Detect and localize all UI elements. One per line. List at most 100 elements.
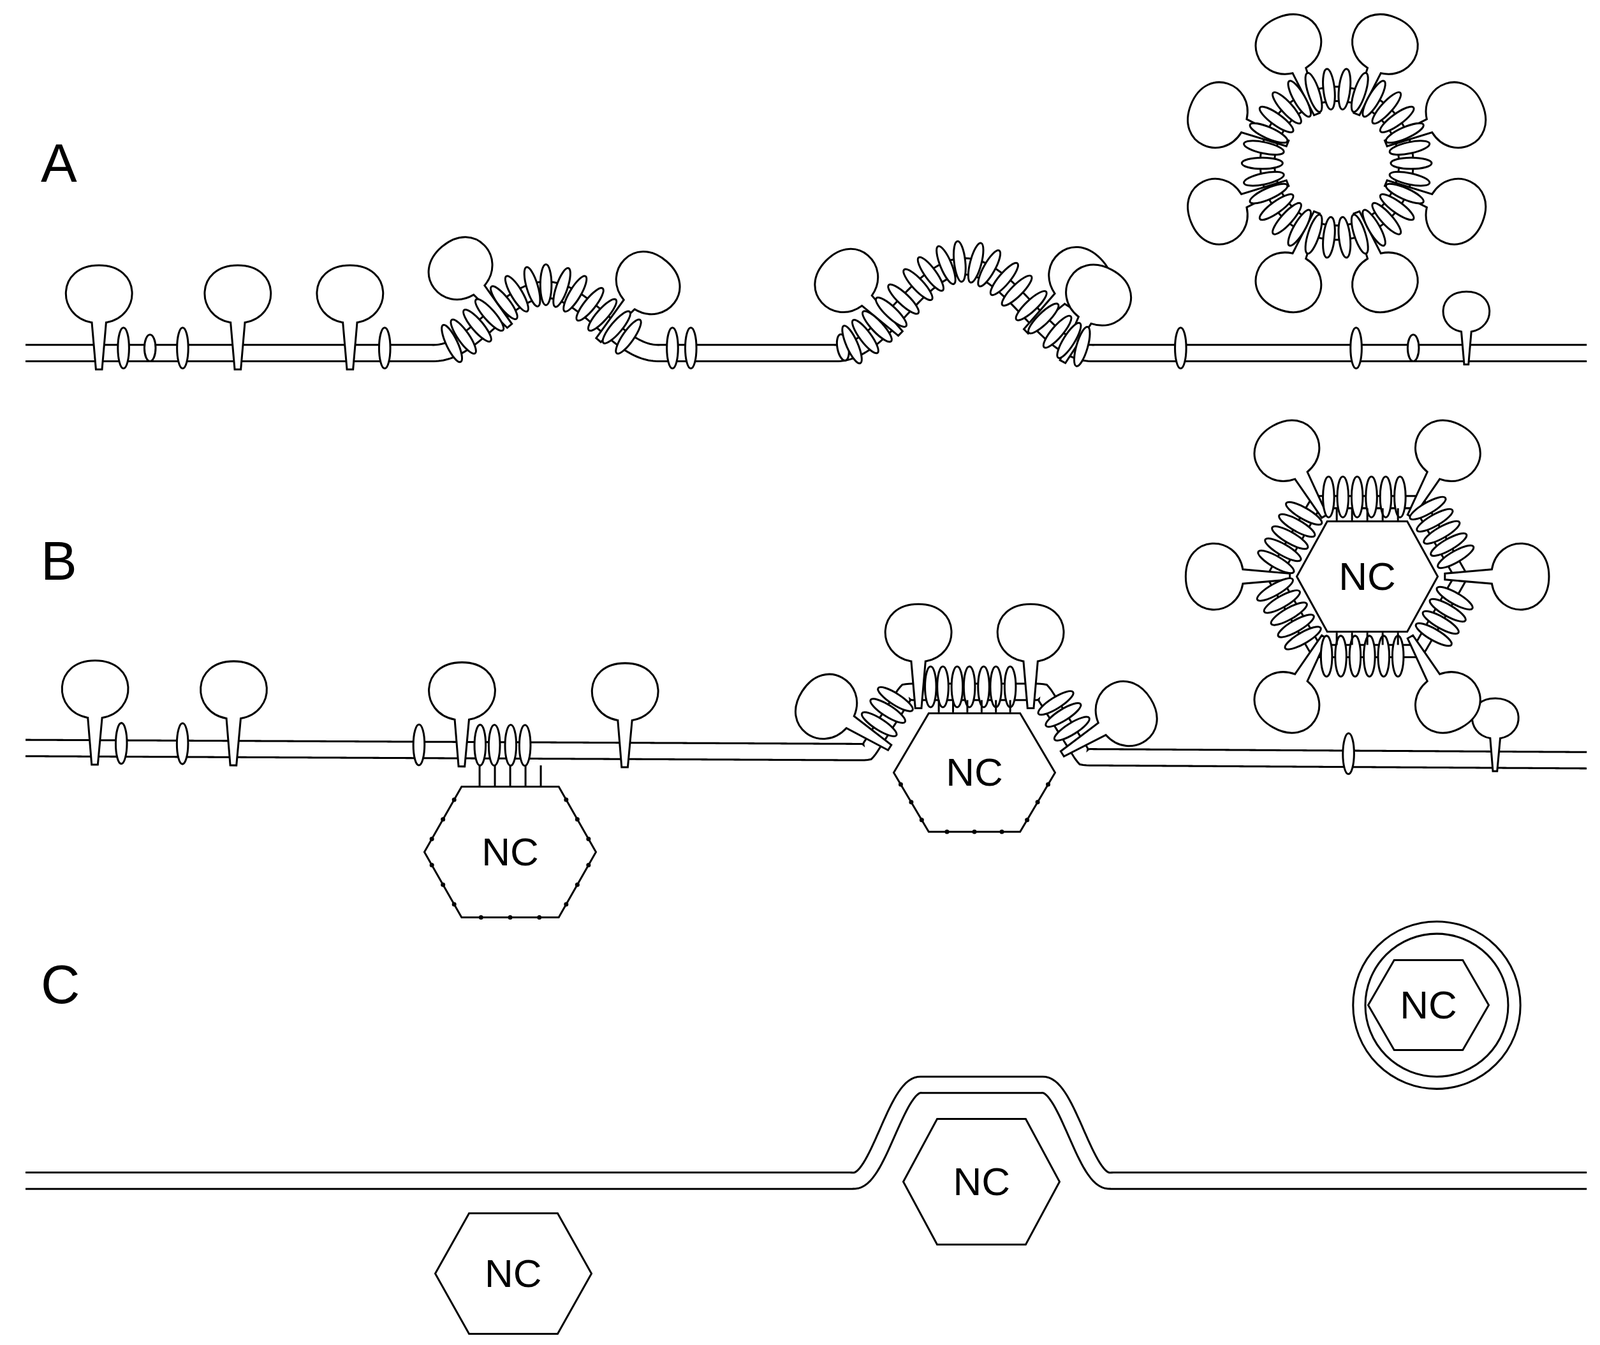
glycoprotein-spike — [784, 663, 908, 776]
membrane-protein — [1413, 619, 1454, 650]
spoke-line — [478, 765, 481, 786]
membrane-protein — [177, 327, 189, 369]
nucleocapsid: NC — [423, 785, 597, 919]
capsid-dot — [429, 836, 435, 842]
spoke-line — [540, 765, 543, 786]
membrane-protein — [1320, 635, 1333, 677]
spoke-line — [1366, 508, 1369, 521]
membrane-protein — [378, 327, 391, 369]
membrane-protein — [1051, 712, 1093, 745]
spoke-line — [980, 700, 983, 713]
capsid-dot — [478, 915, 484, 920]
capsid-outline — [894, 712, 1056, 832]
membrane-protein — [1283, 498, 1325, 529]
membrane-protein — [1070, 325, 1094, 368]
membrane-protein — [488, 724, 500, 766]
glycoprotein-spike — [591, 663, 659, 768]
spoke-line — [1381, 508, 1384, 521]
capsid-outline — [434, 1212, 592, 1334]
membrane-protein — [1350, 327, 1363, 369]
capsid-dot — [508, 915, 513, 920]
glycoprotein-spike — [1178, 73, 1300, 175]
nucleocapsid: NC — [1367, 959, 1490, 1051]
membrane-protein — [144, 334, 156, 362]
membrane-protein — [1378, 635, 1390, 677]
spoke-line — [952, 700, 955, 713]
membrane-protein — [925, 666, 937, 708]
membrane-protein — [1435, 541, 1477, 572]
glycoprotein-spike — [1244, 409, 1354, 533]
glycoprotein-spike — [1443, 291, 1490, 365]
membrane-protein — [505, 725, 517, 766]
membrane-protein — [612, 316, 645, 357]
capsid-outline — [1297, 521, 1439, 632]
capsid-dot — [919, 817, 925, 823]
glycoprotein-spike — [316, 265, 384, 370]
membrane-protein — [1242, 168, 1285, 189]
virion-envelope — [1353, 921, 1521, 1089]
membrane-protein — [1241, 157, 1283, 169]
spoke-line — [1009, 700, 1012, 713]
membrane-protein — [1321, 68, 1337, 110]
membrane-protein — [413, 724, 425, 766]
glycoprotein-spike — [1178, 152, 1300, 253]
capsid-label: NC — [952, 1159, 1011, 1204]
glycoprotein-spike — [204, 265, 272, 370]
glycoprotein-spike — [65, 265, 133, 370]
spoke-line — [509, 765, 512, 786]
capsid-dot — [429, 862, 435, 868]
virion-envelope — [1365, 933, 1509, 1077]
membrane-protein — [1302, 71, 1326, 114]
glycoprotein-spike — [997, 603, 1064, 708]
membrane-protein — [952, 240, 968, 283]
membrane-protein — [176, 723, 189, 764]
membrane-protein — [519, 725, 531, 766]
membrane-protein — [1390, 157, 1432, 169]
panel-letter: A — [40, 135, 78, 191]
membrane-protein — [684, 327, 697, 369]
spoke-line — [1366, 632, 1369, 645]
membrane-protein — [1388, 137, 1431, 158]
capsid-dot — [563, 902, 569, 907]
spoke-line — [1335, 632, 1338, 645]
capsid-dot — [586, 862, 591, 868]
capsid-dot — [440, 882, 446, 888]
capsid-dot — [898, 781, 903, 787]
capsid-dot — [972, 829, 977, 835]
glycoprotein-spike — [428, 661, 496, 767]
membrane-protein — [1343, 733, 1355, 775]
capsid-dot — [908, 799, 914, 805]
capsid-dot — [440, 816, 446, 822]
glycoprotein-spike — [1373, 152, 1495, 253]
capsid-label: NC — [484, 1251, 543, 1296]
capsid-outline — [1368, 960, 1490, 1051]
spoke-line — [1351, 508, 1354, 521]
spoke-line — [994, 700, 997, 713]
membrane-layer — [25, 86, 1587, 1189]
membrane-protein — [474, 724, 486, 766]
membrane-protein — [1351, 476, 1363, 518]
protein-layer — [115, 68, 1477, 775]
membrane-protein — [1321, 216, 1337, 258]
membrane-protein — [1336, 68, 1352, 110]
membrane-protein — [1337, 476, 1349, 518]
membrane-protein — [1323, 476, 1335, 518]
glycoprotein-spike — [1044, 670, 1168, 783]
glycoprotein-spike — [1244, 620, 1354, 744]
capsid-dot — [452, 902, 457, 907]
capsid-dot — [999, 829, 1005, 835]
membrane-protein — [1364, 635, 1376, 677]
spoke-line — [494, 765, 497, 786]
virion-envelope — [1267, 496, 1468, 658]
glycoprotein-spike — [417, 225, 536, 348]
capsid-dot — [575, 816, 580, 822]
membrane-protein — [117, 327, 130, 369]
cell-membrane — [25, 1076, 1587, 1173]
capsid-dot — [586, 836, 591, 842]
membrane-protein — [1254, 574, 1296, 605]
membrane-protein — [1394, 476, 1407, 518]
membrane-protein — [1336, 216, 1352, 258]
capsid-dot — [1045, 781, 1051, 787]
